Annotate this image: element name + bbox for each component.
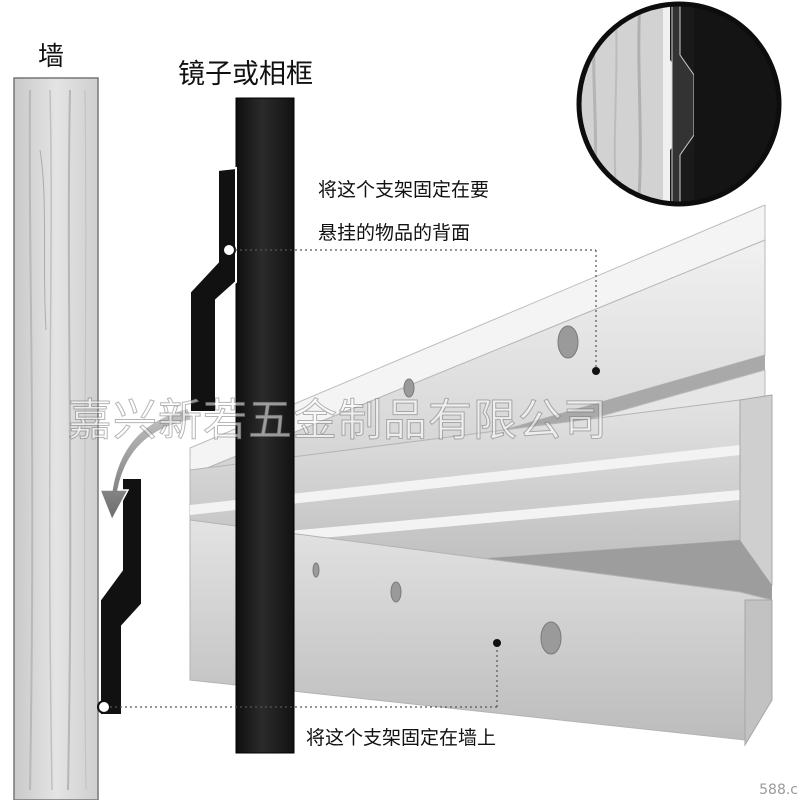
cleat-hole [541,622,561,654]
wall-label: 墙 [38,36,64,73]
cleat-hole [558,326,578,358]
frame-bracket [190,168,236,412]
frame-bracket-marker [223,244,235,256]
frame-bracket-caption-line1: 将这个支架固定在要 [318,175,489,202]
cleat-hole [391,582,401,602]
wall-bracket-caption: 将这个支架固定在墙上 [306,723,496,750]
cleat-hole [313,563,319,577]
mirror-frame-label: 镜子或相框 [178,52,313,91]
frame-bracket-caption-line2: 悬挂的物品的背面 [318,218,470,245]
company-watermark: 嘉兴新若五金制品有限公司 [68,384,608,448]
wall-bracket [100,478,142,715]
zoom-inset [578,0,788,210]
corner-watermark: 588.c [759,782,798,798]
wall-bracket-marker [98,701,110,713]
